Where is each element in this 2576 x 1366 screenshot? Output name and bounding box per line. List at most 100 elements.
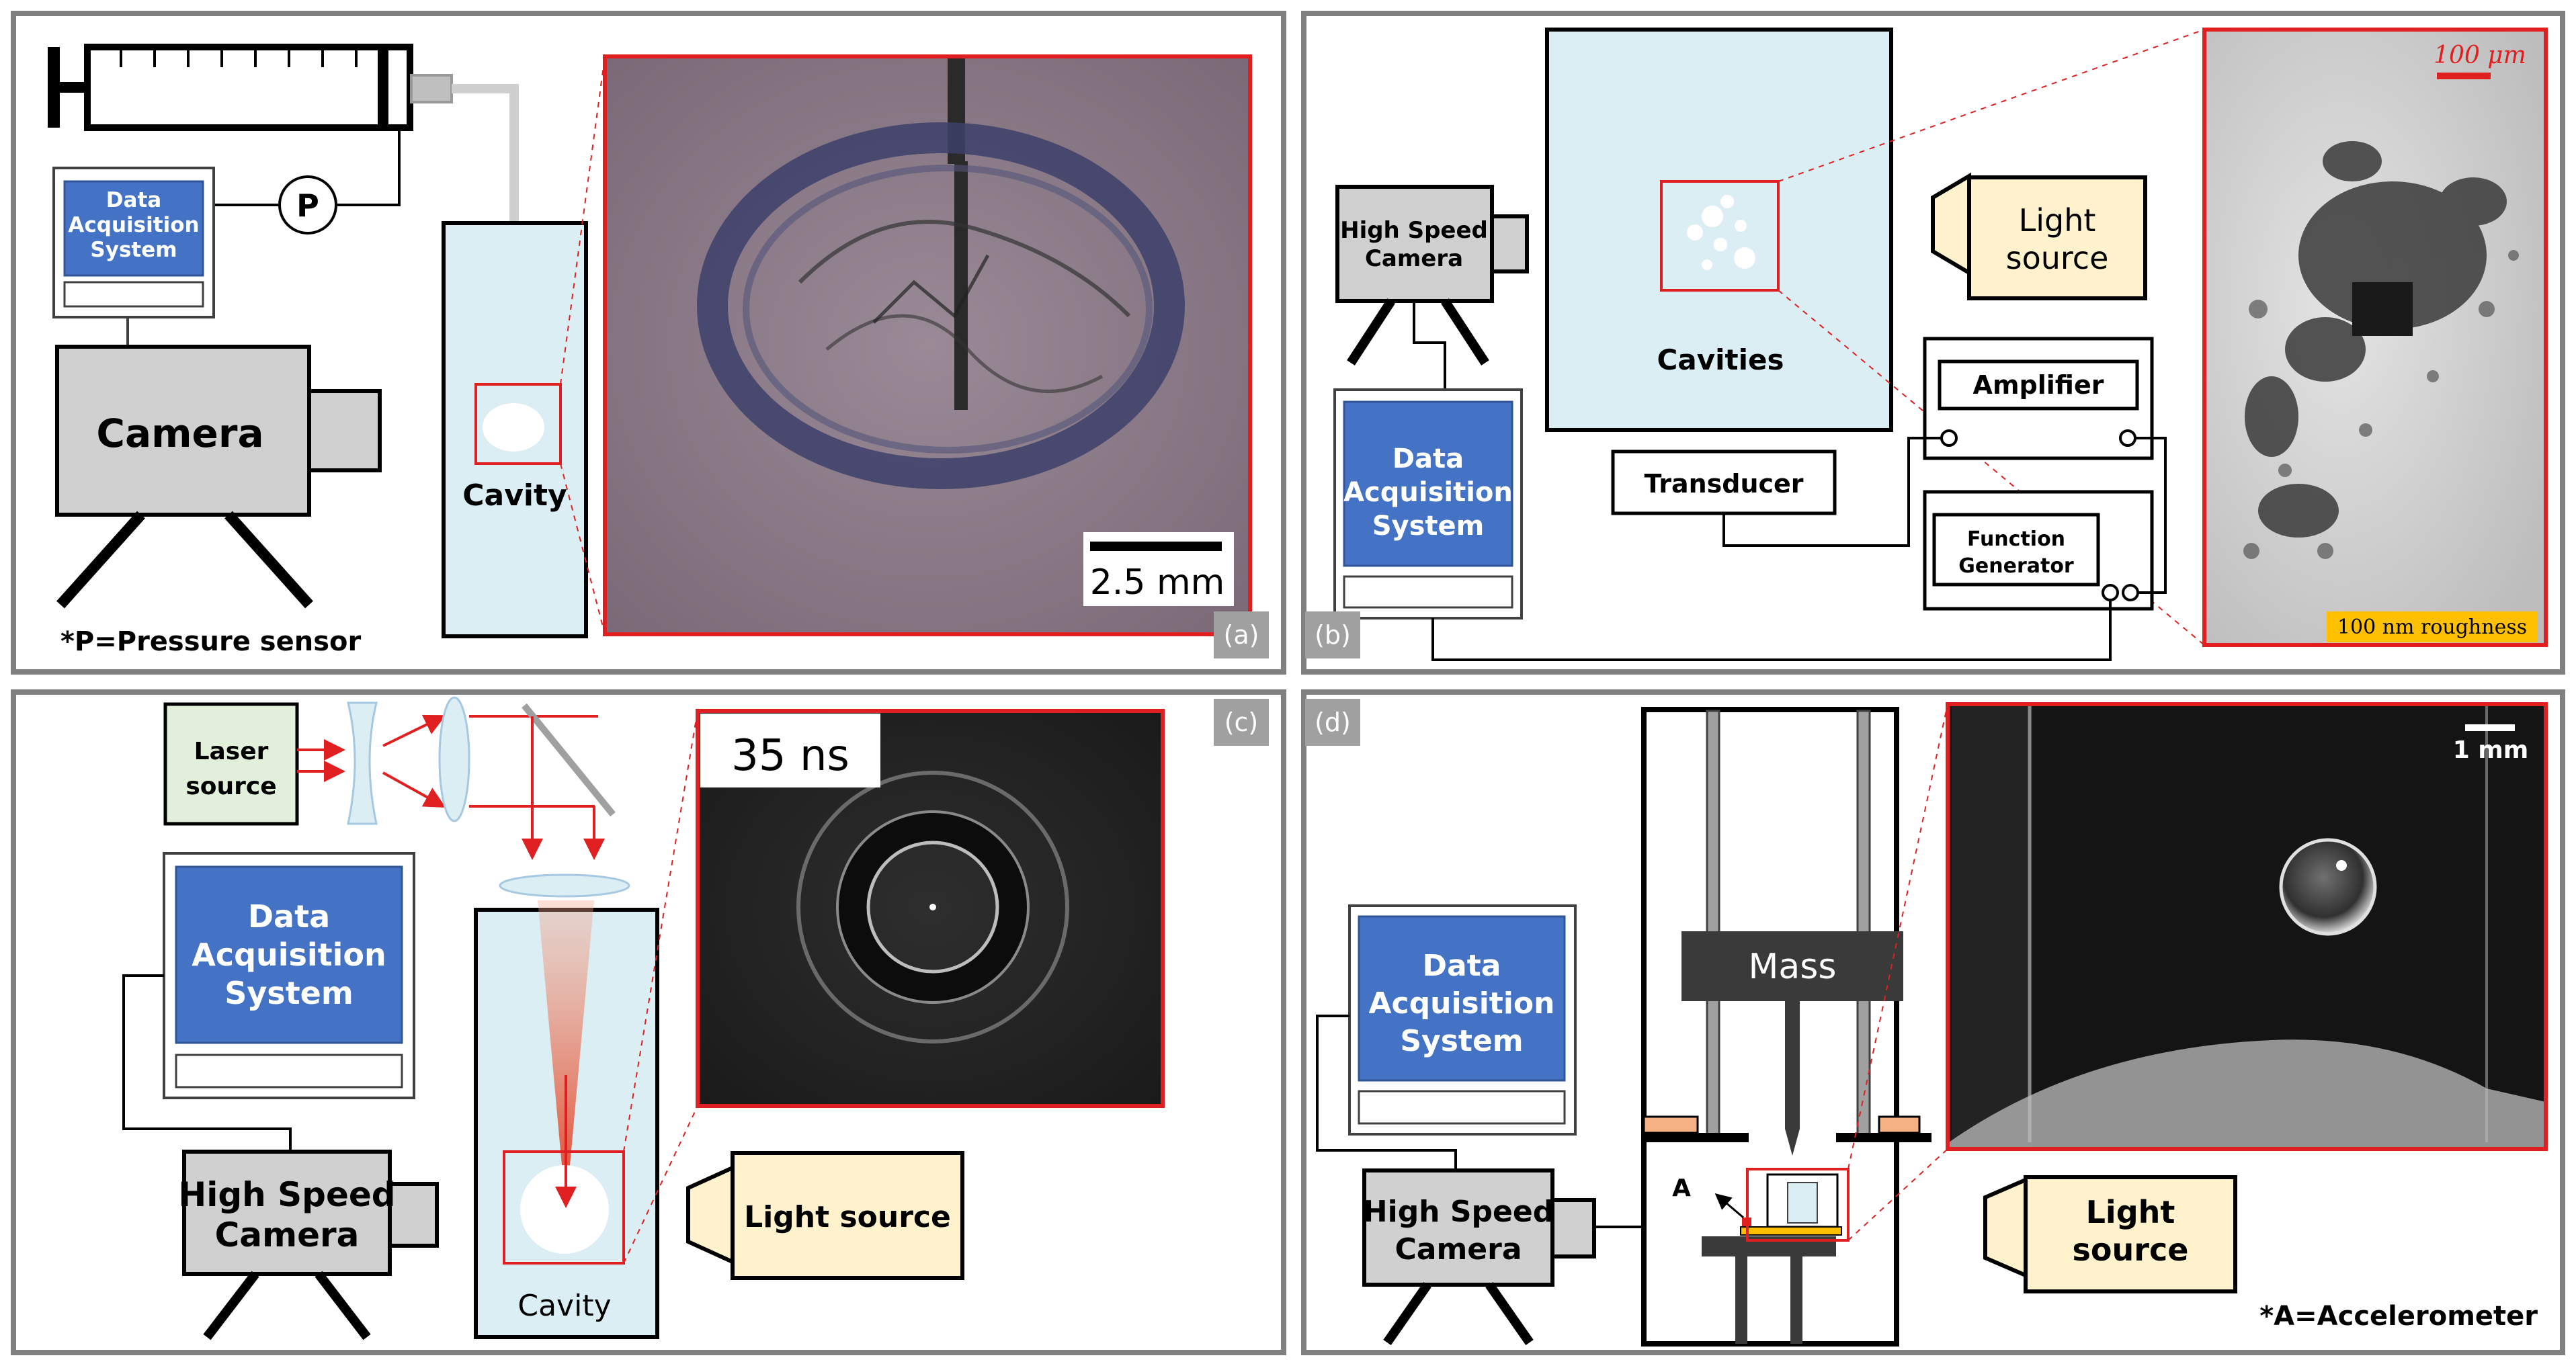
focus-lens-icon	[499, 873, 630, 898]
light-source-b: Light source	[1931, 172, 2147, 300]
syringe-icon	[48, 44, 453, 131]
hs-camera-label-line2: Camera	[1365, 245, 1463, 272]
daq-label-line2: Acquisition	[1369, 986, 1555, 1021]
lens-concave-icon	[347, 701, 378, 825]
mass-label: Mass	[1749, 947, 1837, 987]
transducer: Transducer	[1611, 450, 1837, 515]
cavity-bubble	[520, 1165, 609, 1254]
pad-left	[1643, 1115, 1699, 1134]
daq-to-camera-line	[1316, 1015, 1457, 1170]
camera-a: Camera	[55, 345, 382, 609]
laser-label-line2: source	[185, 773, 276, 800]
panel-a: P Data Acquisition System Camera Cavity	[11, 11, 1286, 675]
hs-camera-label-line1: High Speed	[1340, 217, 1488, 244]
daq-label-line3: System	[90, 238, 177, 262]
tank-c: Cavity	[474, 900, 659, 1339]
time-badge	[700, 714, 880, 787]
tank-a: Cavity	[442, 221, 588, 638]
shockwave-photo-c: 35 ns	[696, 709, 1165, 1108]
cavity-photo-b: 100 μm 100 nm roughness	[2202, 28, 2548, 647]
cavity-photo-a: 2.5 mm	[603, 54, 1252, 636]
pressure-sensor-label: P	[296, 187, 319, 224]
panel-tag-b-bg	[1305, 611, 1360, 658]
scale-label-b: 100 μm	[2434, 42, 2526, 69]
daq-computer-b: Data Acquisition System	[1333, 388, 1523, 620]
daq-label-line2: Acquisition	[68, 213, 199, 237]
fg-to-daq-line	[1431, 600, 2112, 661]
scale-bar	[1090, 542, 1222, 551]
light-source-c: Light source	[686, 1151, 964, 1280]
hs-camera-label-line2: Camera	[215, 1215, 360, 1254]
amplifier: Amplifier	[1923, 337, 2154, 460]
zoom-line	[560, 463, 606, 635]
footnote-a: *P=Pressure sensor	[60, 626, 362, 657]
scale-label-a: 2.5 mm	[1090, 562, 1225, 603]
camera-to-daq-line	[1413, 301, 1446, 390]
zoom-line	[1778, 29, 2205, 182]
function-gen-label-line1: Function	[1967, 527, 2065, 551]
function-gen-label-line2: Generator	[1958, 554, 2074, 578]
footnote-d: *A=Accelerometer	[2259, 1301, 2538, 1332]
tape-strip	[1740, 1226, 1842, 1236]
light-label-line1: Light	[2019, 202, 2096, 239]
daq-label-line2: Acquisition	[1343, 477, 1513, 508]
daq-label-line3: System	[1372, 511, 1485, 542]
daq-label-line3: System	[224, 975, 354, 1011]
daq-label-line3: System	[1400, 1024, 1523, 1058]
panel-tag-c-bg	[1214, 699, 1269, 746]
light-label-line2: source	[2006, 240, 2109, 276]
hs-camera-c: High Speed Camera	[178, 1150, 439, 1340]
panel-tag-a: (a)	[1224, 620, 1259, 650]
scale-bar-d	[2465, 724, 2515, 731]
panel-tag-a-bg	[1214, 611, 1269, 658]
hs-camera-d: High Speed Camera	[1362, 1168, 1596, 1346]
transducer-label: Transducer	[1644, 469, 1803, 499]
zoom-line	[560, 56, 606, 385]
daq-label-line1: Data	[1423, 949, 1501, 983]
daq-label-line2: Acquisition	[192, 937, 386, 973]
tank-b: Cavities	[1545, 28, 1893, 432]
panel-c: Laser source Data Acquisition System	[11, 689, 1286, 1355]
function-generator: Function Generator	[1923, 490, 2154, 611]
transducer-to-amp-line	[1722, 437, 1942, 547]
hs-camera-label-line1: High Speed	[1363, 1195, 1554, 1229]
camera-label: Camera	[96, 411, 263, 456]
laser-label-line1: Laser	[194, 738, 269, 765]
daq-label-line1: Data	[1393, 443, 1464, 474]
roughness-label: 100 nm roughness	[2337, 615, 2527, 639]
panel-tag-d-bg	[1305, 699, 1360, 746]
scale-bar-b	[2437, 73, 2491, 79]
panel-tag-b: (b)	[1315, 620, 1351, 650]
panel-b: High Speed Camera Data Acquisition Syste…	[1301, 11, 2565, 675]
cavity-bubbles	[1687, 195, 1755, 270]
hs-camera-label-line2: Camera	[1395, 1232, 1522, 1267]
panel-tag-d: (d)	[1315, 708, 1351, 737]
cavity-label: Cavity	[517, 1289, 611, 1323]
bubble	[2279, 838, 2377, 936]
roughness-badge	[2327, 611, 2538, 642]
daq-computer-a: Data Acquisition System	[52, 167, 215, 318]
lens-convex-icon	[438, 696, 470, 822]
bubble-photo-d: 1 mm	[1946, 702, 2548, 1151]
amplifier-label: Amplifier	[1973, 370, 2104, 400]
mirror-icon	[522, 703, 616, 817]
scale-label-d: 1 mm	[2453, 736, 2529, 764]
hs-camera-b: High Speed Camera	[1335, 185, 1529, 366]
impact-rod	[1785, 1001, 1800, 1156]
light-label: Light source	[744, 1200, 951, 1234]
daq-label-line1: Data	[106, 188, 161, 212]
amp-to-fg-line	[2135, 437, 2167, 594]
drop-tower: Mass A	[1641, 707, 1931, 1347]
daq-to-camera-line	[122, 974, 292, 1152]
cavity-bubble	[483, 403, 544, 452]
panel-d: Data Acquisition System High Speed Camer…	[1301, 689, 2565, 1355]
panel-tag-c: (c)	[1224, 708, 1259, 737]
zoom-line	[1847, 703, 1948, 1170]
zoom-line	[1847, 1148, 1948, 1241]
laser-source: Laser source	[163, 702, 299, 826]
daq-label-line1: Data	[248, 898, 330, 935]
light-source-d: Light source	[1983, 1175, 2237, 1293]
pressure-line	[336, 128, 401, 206]
cavities-label: Cavities	[1657, 343, 1784, 376]
laser-beam-cone	[538, 900, 594, 1209]
